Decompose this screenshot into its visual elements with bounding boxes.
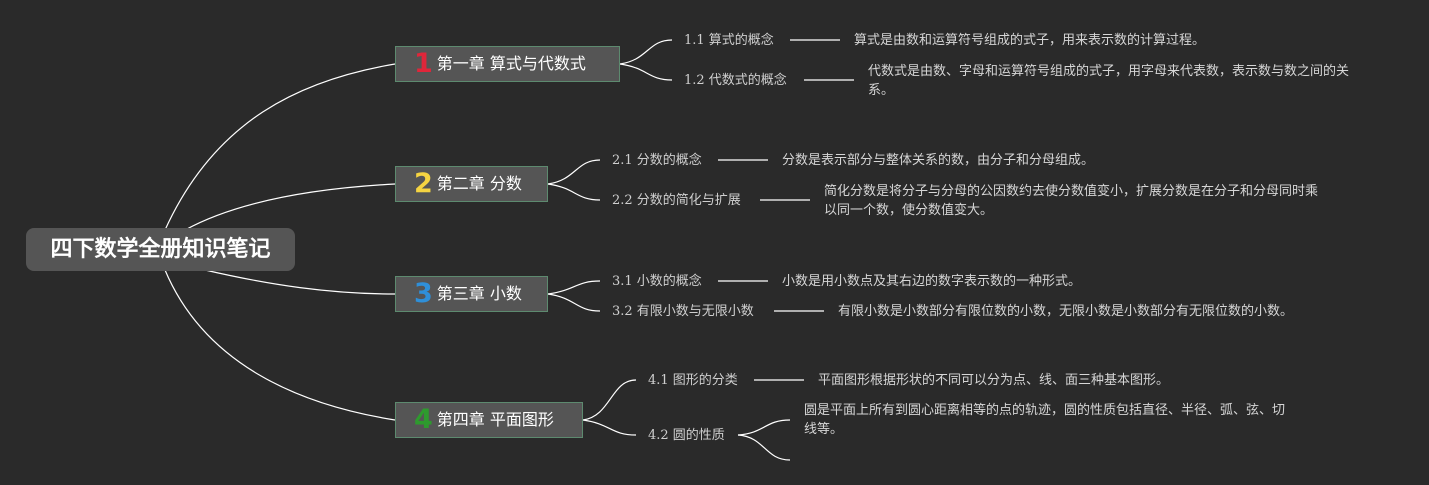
topic-node-1-1[interactable]: 1.1 算式的概念 xyxy=(684,33,774,48)
topic-node-3-1[interactable]: 3.1 小数的概念 xyxy=(612,274,702,289)
chapter-title-1: 第一章 算式与代数式 xyxy=(436,54,586,73)
connector-ch4-t2-desc-lower xyxy=(737,434,791,461)
chapter-title-3: 第三章 小数 xyxy=(436,284,522,303)
chapter-title-4: 第四章 平面图形 xyxy=(436,410,554,429)
chapter-number-1: 1 xyxy=(414,48,433,79)
connector-ch2-t2 xyxy=(547,183,601,201)
topic-description-2-2[interactable]: 简化分数是将分子与分母的公因数约去使分数值变小，扩展分数是在分子和分母同时乘以同… xyxy=(824,184,1319,218)
connector-ch3-t1 xyxy=(547,280,601,295)
chapter-title-2: 第二章 分数 xyxy=(436,174,522,193)
connector-ch2-t1 xyxy=(547,159,601,185)
connector-root-ch1 xyxy=(164,63,396,231)
topic-node-1-2[interactable]: 1.2 代数式的概念 xyxy=(684,73,787,88)
chapter-node-4[interactable]: 4 第四章 平面图形 xyxy=(395,402,583,438)
connector-root-ch3 xyxy=(204,269,396,295)
connector-ch4-t2-desc xyxy=(737,419,791,436)
topic-description-1-2[interactable]: 代数式是由数、字母和运算符号组成的式子，用字母来代表数，表示数与数之间的关系。 xyxy=(868,64,1350,98)
connector-ch4-t1 xyxy=(582,379,637,421)
chapter-node-2[interactable]: 2 第二章 分数 xyxy=(395,166,548,202)
topic-description-4-2[interactable]: 圆是平面上所有到圆心距离相等的点的轨迹，圆的性质包括直径、半径、弧、弦、切线等。 xyxy=(804,403,1286,437)
topic-node-4-2[interactable]: 4.2 圆的性质 xyxy=(648,428,725,443)
topic-node-4-1[interactable]: 4.1 图形的分类 xyxy=(648,373,738,388)
connector-root-ch2 xyxy=(184,183,396,231)
chapter-number-3: 3 xyxy=(414,278,433,309)
topic-node-3-2[interactable]: 3.2 有限小数与无限小数 xyxy=(612,304,754,319)
topic-description-2-1[interactable]: 分数是表示部分与整体关系的数，由分子和分母组成。 xyxy=(782,153,1095,168)
chapter-number-4: 4 xyxy=(414,404,433,435)
root-node[interactable]: 四下数学全册知识笔记 xyxy=(26,228,295,271)
connector-ch4-t2 xyxy=(582,419,637,436)
topic-node-2-1[interactable]: 2.1 分数的概念 xyxy=(612,153,702,168)
topic-node-2-2[interactable]: 2.2 分数的简化与扩展 xyxy=(612,193,741,208)
chapter-number-2: 2 xyxy=(414,168,433,199)
connector-ch1-t2 xyxy=(619,63,673,81)
topic-description-1-1[interactable]: 算式是由数和运算符号组成的式子，用来表示数的计算过程。 xyxy=(854,33,1206,48)
chapter-node-3[interactable]: 3 第三章 小数 xyxy=(395,276,548,312)
connector-root-ch4 xyxy=(164,269,396,421)
topic-description-3-2[interactable]: 有限小数是小数部分有限位数的小数，无限小数是小数部分有无限位数的小数。 xyxy=(838,304,1294,319)
chapter-node-1[interactable]: 1 第一章 算式与代数式 xyxy=(395,46,620,82)
connector-ch3-t2 xyxy=(547,293,601,312)
topic-description-4-1[interactable]: 平面图形根据形状的不同可以分为点、线、面三种基本图形。 xyxy=(818,373,1170,388)
topic-description-3-1[interactable]: 小数是用小数点及其右边的数字表示数的一种形式。 xyxy=(782,274,1082,289)
connector-ch1-t1 xyxy=(619,39,673,65)
